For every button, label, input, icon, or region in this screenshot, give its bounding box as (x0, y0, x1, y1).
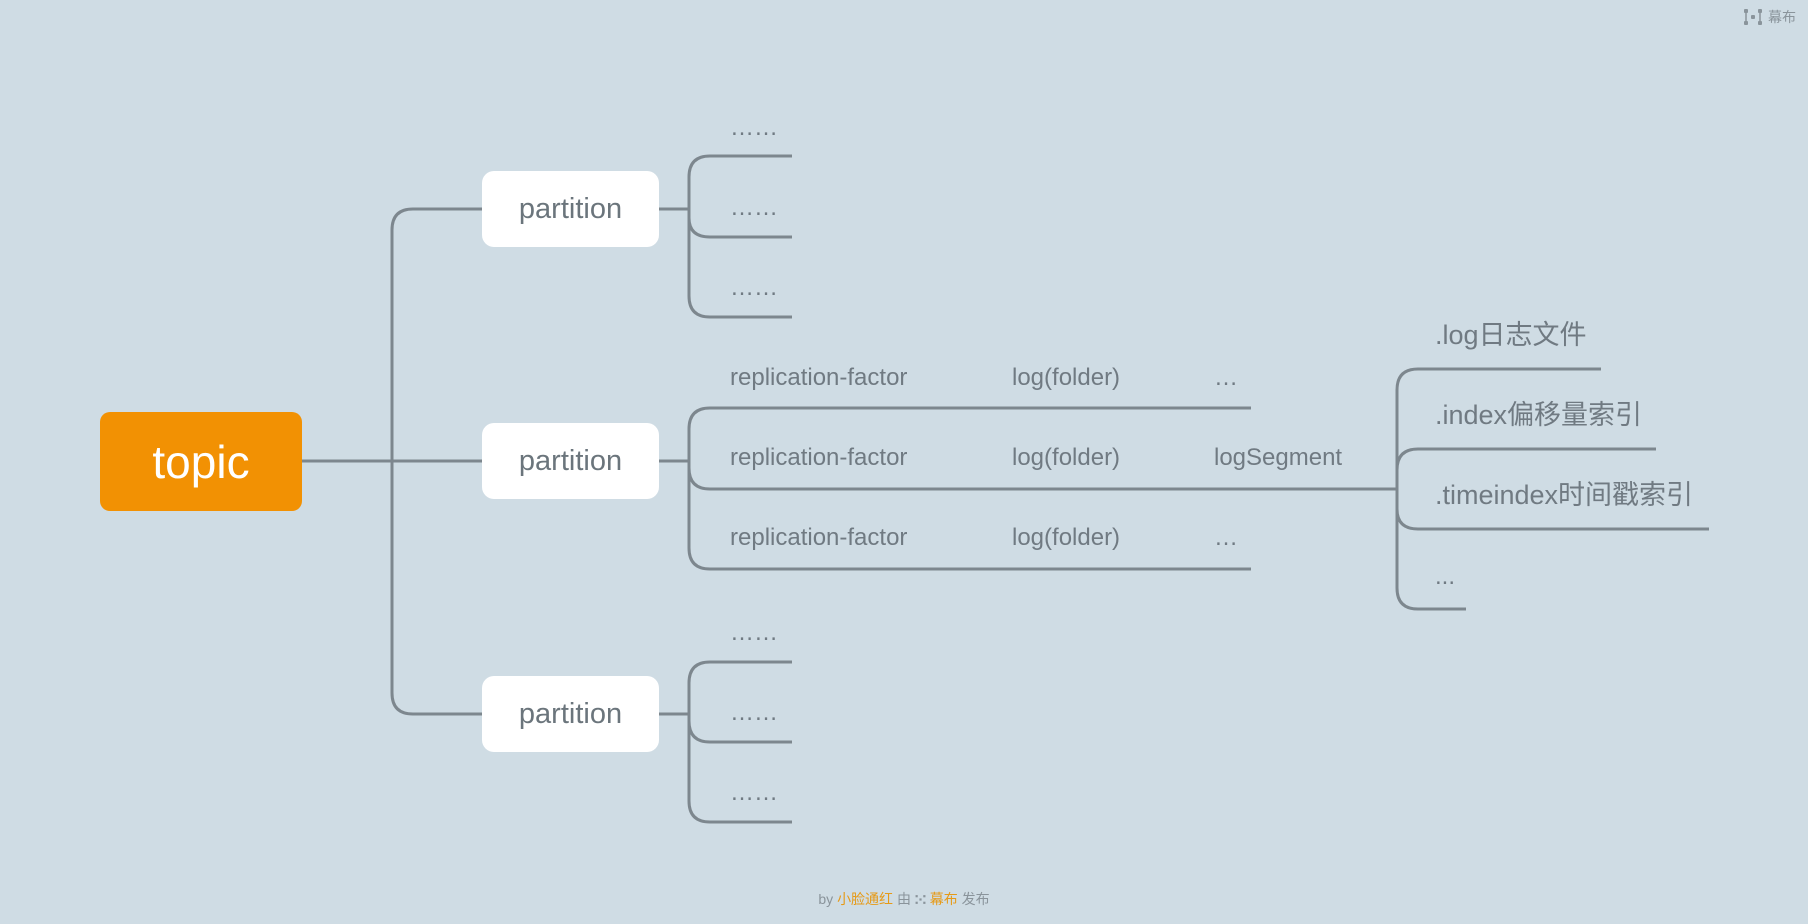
p2-row-1-folder[interactable]: log(folder) (1012, 364, 1121, 391)
connector-p3-child-1 (687, 660, 792, 714)
p1-child-2[interactable]: …… (730, 194, 778, 221)
footer-platform-link[interactable]: 幕布 (929, 891, 958, 907)
p1-child-3[interactable]: …… (730, 274, 778, 301)
segment-file-timeindex[interactable]: .timeindex时间戳索引 (1435, 480, 1694, 510)
connector-p1-child-3 (687, 209, 792, 319)
connector-p2-row-1 (687, 406, 1251, 461)
connector-seg-file-2 (1395, 447, 1656, 489)
footer-author-link[interactable]: 小脸通红 (837, 891, 894, 907)
footer-via: 由 (896, 891, 911, 907)
p2-row-1-tail[interactable]: … (1214, 364, 1238, 391)
footer-credit: by 小脸通红 由 幕布 发布 (0, 889, 1808, 909)
p2-row-3-folder[interactable]: log(folder) (1012, 524, 1121, 551)
footer-by: by (818, 891, 834, 907)
partition-node-1[interactable]: partition (482, 171, 659, 247)
connector-seg-file-4 (1395, 489, 1466, 611)
segment-file-log[interactable]: .log日志文件 (1435, 320, 1587, 350)
p2-row-1-factor[interactable]: replication-factor (730, 364, 908, 391)
p2-row-2-logsegment[interactable]: logSegment (1214, 444, 1343, 471)
connector-seg-file-1 (1395, 367, 1601, 489)
p1-child-1[interactable]: …… (730, 114, 778, 141)
connector-p2-row-3 (687, 461, 1251, 571)
footer-published: 发布 (961, 891, 990, 907)
connector-p1-child-1 (687, 154, 792, 209)
p3-child-1[interactable]: …… (730, 619, 778, 646)
p3-child-3[interactable]: …… (730, 779, 778, 806)
p3-child-2[interactable]: …… (730, 699, 778, 726)
mubu-logo-icon (1744, 9, 1762, 25)
segment-file-index[interactable]: .index偏移量索引 (1435, 400, 1643, 430)
segment-file-more[interactable]: ... (1435, 563, 1456, 590)
connector-p3-child-3 (687, 714, 792, 824)
brand-label: 幕布 (1768, 9, 1796, 25)
connector-root-to-partition-3 (390, 461, 482, 716)
p2-row-3-tail[interactable]: … (1214, 524, 1238, 551)
mubu-logo-icon (915, 895, 926, 904)
root-node-topic[interactable]: topic (100, 412, 302, 511)
connector-root-to-partition-1 (390, 207, 482, 461)
partition-node-3[interactable]: partition (482, 676, 659, 752)
brand[interactable]: 幕布 (1743, 7, 1796, 27)
p2-row-2-folder[interactable]: log(folder) (1012, 444, 1121, 471)
partition-node-2[interactable]: partition (482, 423, 659, 499)
p2-row-2-factor[interactable]: replication-factor (730, 444, 908, 471)
p2-row-3-factor[interactable]: replication-factor (730, 524, 908, 551)
